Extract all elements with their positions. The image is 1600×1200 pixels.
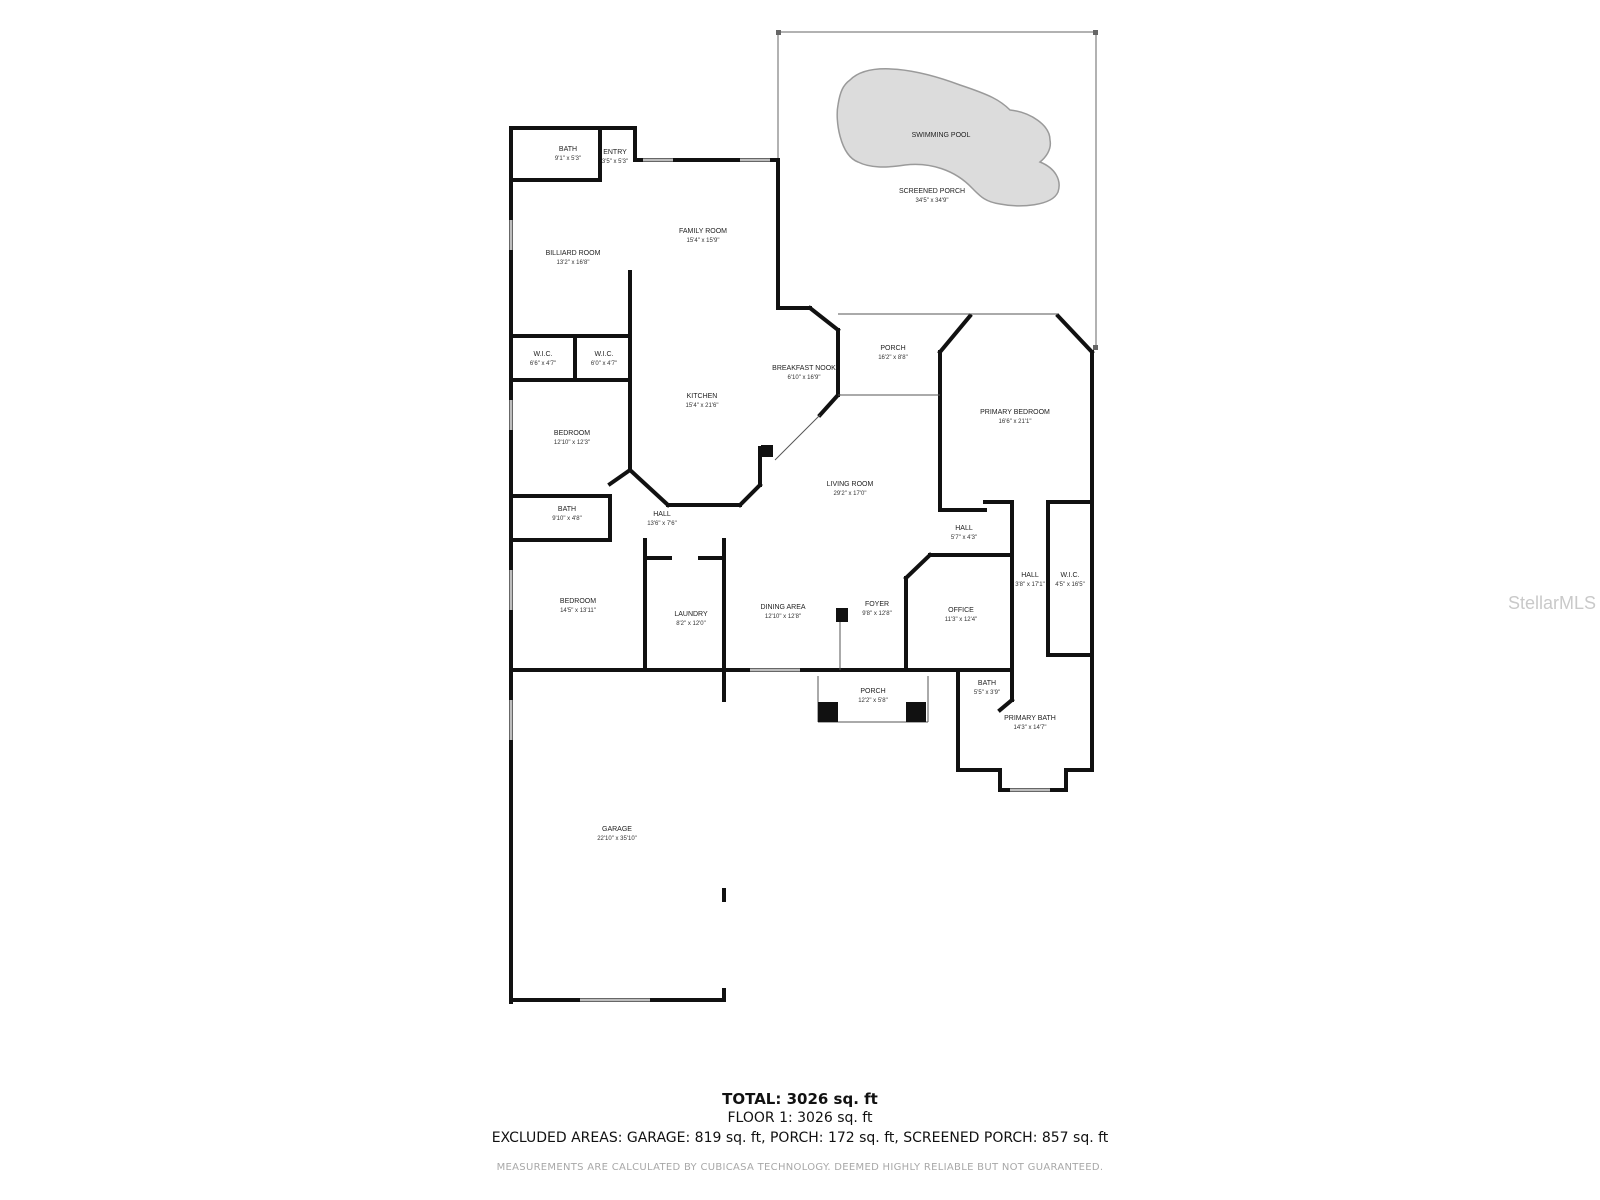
room-dim: 5'7" x 4'3" [951,535,977,541]
room-dim: 9'8" x 12'8" [862,611,892,617]
room-dim: 8'2" x 12'0" [676,621,706,627]
room-label: W.I.C. [1060,572,1079,579]
interior-lines [774,313,1058,723]
disclaimer: MEASUREMENTS ARE CALCULATED BY CUBICASA … [496,1162,1104,1173]
room-label: ENTRY [603,149,627,156]
floor-area: FLOOR 1: 3026 sq. ft [727,1110,873,1126]
room-dim: 15'4" x 15'9" [687,238,720,244]
room-dim: 12'10" x 12'3" [554,440,590,446]
room-label: PORCH [880,345,905,352]
room-label: W.I.C. [533,351,552,358]
room-dim: 34'5" x 34'9" [916,198,949,204]
room-label: SCREENED PORCH [899,188,965,195]
room-label: BEDROOM [554,430,590,437]
room-label: DINING AREA [760,604,805,611]
room-label: PRIMARY BEDROOM [980,409,1050,416]
room-dim: 3'5" x 5'3" [602,159,628,165]
room-dim: 6'0" x 4'7" [591,361,617,367]
room-dim: 9'10" x 4'8" [552,516,582,522]
room-dim: 12'2" x 5'8" [858,698,888,704]
room-dim: 13'2" x 16'8" [557,260,590,266]
room-label: BATH [559,146,577,153]
floor-plan: BATH 9'1" x 5'3" ENTRY 3'5" x 5'3" FAMIL… [509,30,1098,1004]
room-dim: 12'10" x 12'8" [765,614,801,620]
room-dim: 6'10" x 16'9" [788,375,821,381]
room-label: OFFICE [948,607,974,614]
room-dim: 6'6" x 4'7" [530,361,556,367]
windows [509,158,1050,1002]
room-dim: 13'6" x 7'6" [647,521,677,527]
watermark-logo: StellarMLS [1508,593,1597,613]
room-label: HALL [955,525,973,532]
walls [509,126,1095,1004]
room-label: HALL [653,511,671,518]
excluded-areas: EXCLUDED AREAS: GARAGE: 819 sq. ft, PORC… [491,1130,1109,1146]
room-label: PORCH [860,688,885,695]
room-label: KITCHEN [687,393,718,400]
room-dim: 15'4" x 21'6" [686,403,719,409]
screen-posts [776,30,1098,350]
room-dim: 16'6" x 21'1" [999,419,1032,425]
room-label: BREAKFAST NOOK [772,365,836,372]
room-dim: 4'5" x 16'5" [1055,582,1085,588]
room-label: HALL [1021,572,1039,579]
room-dim: 3'8" x 17'1" [1015,582,1045,588]
room-dim: 11'3" x 12'4" [945,617,977,623]
room-dim: 14'3" x 14'7" [1014,725,1047,731]
room-dim: 16'2" x 8'8" [878,355,908,361]
room-label: LAUNDRY [674,611,708,618]
room-dim: 29'2" x 17'0" [834,491,867,497]
room-label: GARAGE [602,826,632,833]
swimming-pool [836,68,1060,207]
room-label: LIVING ROOM [827,481,874,488]
room-dim: 9'1" x 5'3" [555,156,581,162]
room-dim: 14'5" x 13'11" [560,608,596,614]
room-label: FOYER [865,601,889,608]
room-dim: 5'5" x 3'9" [974,690,1000,696]
solid-blocks [761,445,926,722]
room-label: FAMILY ROOM [679,228,727,235]
room-label: BATH [978,680,996,687]
total-area: TOTAL: 3026 sq. ft [722,1090,878,1108]
room-label: BATH [558,506,576,513]
room-label: BILLIARD ROOM [546,250,601,257]
room-label: PRIMARY BATH [1004,715,1056,722]
room-dim: 22'10" x 35'10" [597,836,637,842]
room-label: W.I.C. [594,351,613,358]
room-labels: BATH 9'1" x 5'3" ENTRY 3'5" x 5'3" FAMIL… [530,132,1085,842]
room-label: BEDROOM [560,598,596,605]
pool-label: SWIMMING POOL [912,132,971,139]
